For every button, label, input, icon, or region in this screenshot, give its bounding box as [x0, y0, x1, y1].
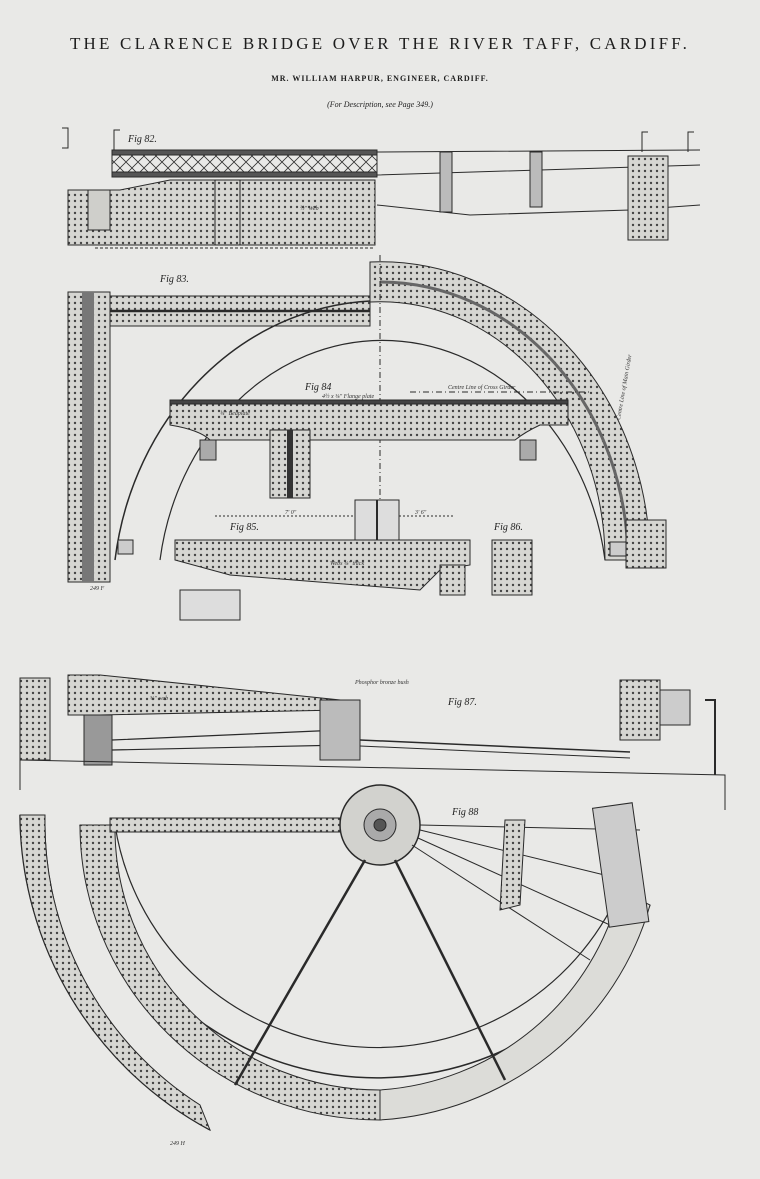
plate-number-2: 249 H	[170, 1140, 186, 1147]
fig-88-turntable-plan: Fig 88 249 H	[19, 784, 651, 1147]
fig-82-label: Fig 82.	[127, 134, 157, 145]
description-note: (For Description, see Page 349.)	[327, 100, 433, 109]
fig-84-label: Fig 84	[304, 382, 331, 393]
fig-85-label: Fig 85.	[229, 522, 259, 533]
web-thick-note: Webs ⅜" thick	[330, 561, 364, 567]
fig-84-cross-girder: Centre Line of Cross Girder Fig 84 4½ x …	[169, 382, 590, 499]
web-58-note: ⅝" web	[150, 696, 168, 702]
engineer-credit: MR. WILLIAM HARPUR, ENGINEER, CARDIFF.	[271, 74, 489, 83]
flange-plate-note: 4½ x ⅜" Flange plate	[322, 393, 375, 400]
fig-86-label: Fig 86.	[493, 522, 523, 533]
dim-7ft: 7' 0"	[285, 510, 297, 516]
fig-85-86-details: 7' 0" 3' 6" Fig 85. Fig 86. Webs ⅜" thic…	[174, 499, 533, 621]
cross-girder-note: Centre Line of Cross Girder	[448, 384, 516, 391]
fig-87-label: Fig 87.	[447, 697, 477, 708]
fig-82-girder-elevation: Fig 82. ½" Web	[62, 127, 701, 249]
fig-83-arch-rib: Fig 83. Centre Line of Main Girder 249 F	[67, 255, 667, 592]
fig-83-label: Fig 83.	[159, 274, 189, 285]
plate-number-1: 249 F	[90, 585, 105, 592]
fig-88-label: Fig 88	[451, 807, 478, 818]
bedplate-note: ¾" Bedplate	[220, 411, 250, 417]
dim-3ft: 3' 6"	[414, 510, 427, 516]
main-girder-note: Centre Line of Main Girder	[615, 353, 634, 420]
phosphor-bronze-note: Phosphor bronze bush	[354, 680, 409, 686]
fig-87-pivot-section: Fig 87. ⅝" web Phosphor bronze bush	[19, 674, 726, 810]
web-note: ½" Web	[300, 205, 319, 212]
page-title: THE CLARENCE BRIDGE OVER THE RIVER TAFF,…	[69, 34, 691, 53]
